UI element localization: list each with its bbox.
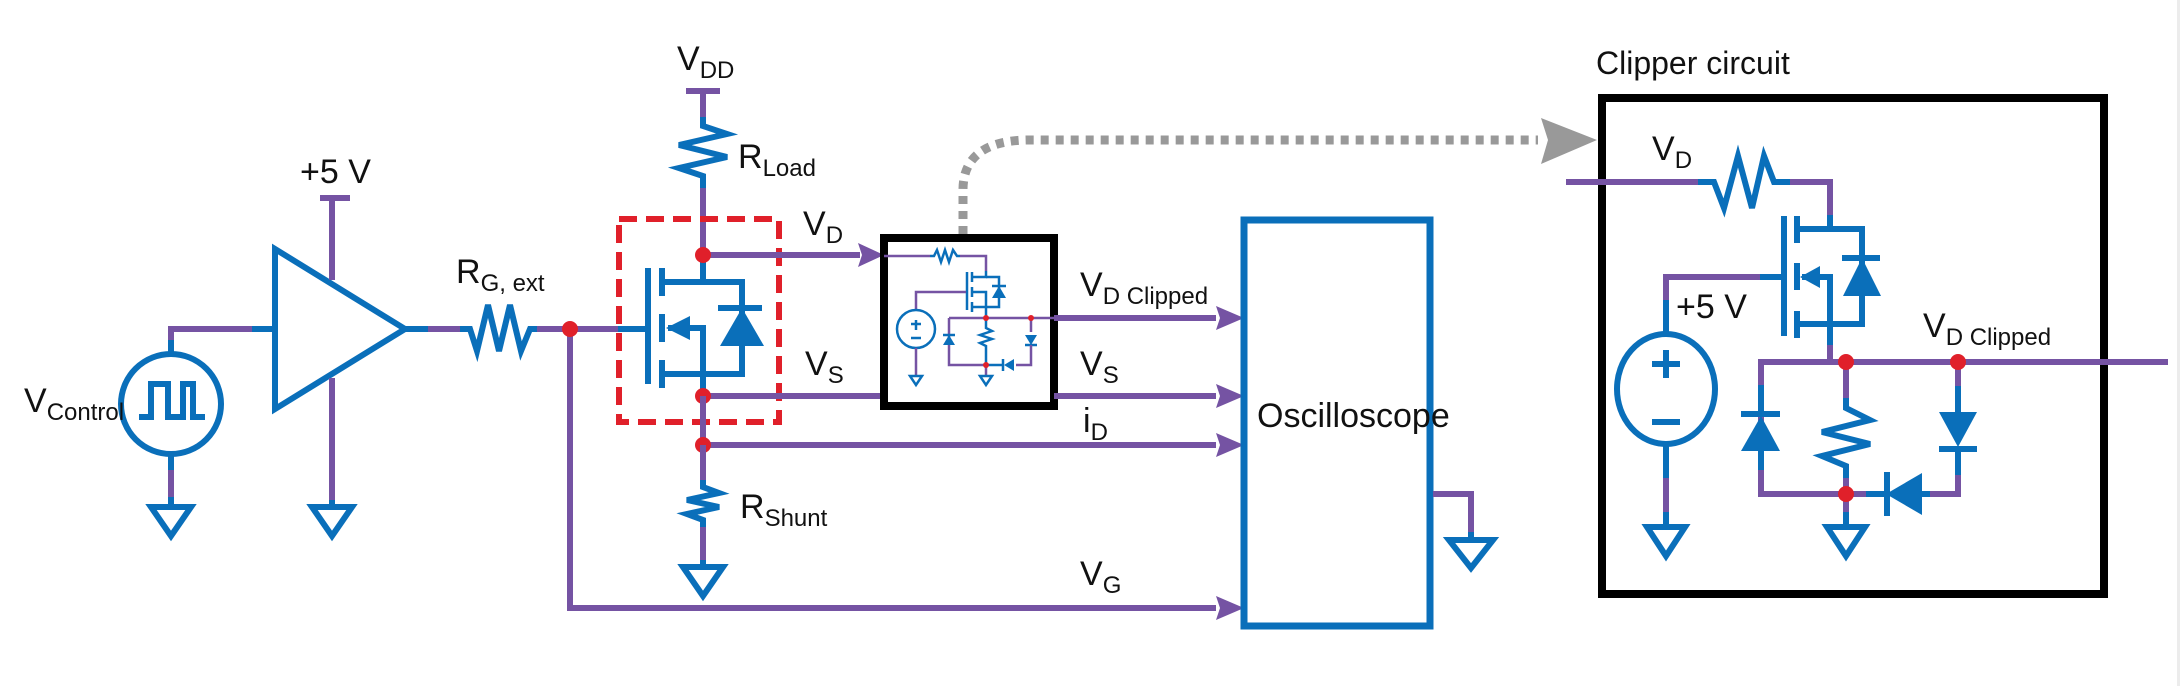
ground-icon bbox=[1641, 524, 1691, 562]
clipper-v-d-label: VD bbox=[1652, 130, 1692, 174]
resistor-icon bbox=[1698, 144, 1790, 218]
clipper-supply-label: +5 V bbox=[1676, 288, 1747, 326]
ground-icon bbox=[977, 374, 995, 388]
dut-mosfet bbox=[616, 216, 782, 425]
resistor-icon bbox=[1812, 398, 1879, 478]
clipper-v-d-clipped-label: VD Clipped bbox=[1923, 307, 2051, 351]
clipper-node bbox=[1950, 354, 1966, 370]
r-shunt-label: RShunt bbox=[740, 488, 828, 532]
ground-icon bbox=[677, 564, 729, 602]
resistor-icon bbox=[930, 246, 960, 266]
pulse-source: VControl bbox=[24, 326, 275, 542]
driver-supply-label: +5 V bbox=[300, 153, 371, 191]
shunt-resistor: RShunt bbox=[676, 445, 828, 602]
oscilloscope-box[interactable] bbox=[1240, 216, 1434, 630]
page-edge bbox=[2177, 0, 2180, 686]
resistor-icon bbox=[676, 480, 730, 527]
arrow-icon bbox=[858, 243, 884, 267]
v-d-label: VD bbox=[803, 205, 843, 249]
v-s-scope-label: VS bbox=[1080, 345, 1119, 389]
arrow-icon bbox=[1216, 306, 1244, 330]
clamp-diode-icon bbox=[1939, 412, 1977, 447]
clipper-block-outline[interactable] bbox=[880, 234, 1058, 410]
clamp-diode-icon bbox=[1741, 416, 1780, 451]
load-resistor: VDD RLoad bbox=[667, 40, 816, 255]
clipper-title: Clipper circuit bbox=[1596, 45, 1790, 81]
resistor-icon bbox=[460, 304, 537, 363]
square-wave-icon bbox=[139, 381, 205, 420]
gate-driver: +5 V bbox=[272, 153, 460, 542]
clamp-diode-icon bbox=[1886, 473, 1922, 515]
gate-resistor: RG, ext bbox=[456, 253, 570, 363]
body-diode-icon bbox=[720, 308, 764, 346]
v-d-clipped-label: VD Clipped bbox=[1080, 266, 1208, 310]
clipper-node bbox=[1838, 486, 1854, 502]
drain-node bbox=[695, 247, 711, 263]
arrow-icon bbox=[1216, 433, 1244, 457]
arrow-icon bbox=[1216, 384, 1244, 408]
body-diode-icon bbox=[1843, 258, 1881, 296]
resistor-icon bbox=[667, 117, 739, 188]
v-g-label: VG bbox=[1080, 555, 1121, 599]
clipper-detail: Clipper circuit VD +5 V VD Cl bbox=[1566, 45, 2168, 598]
callout-arrow-icon bbox=[1541, 118, 1597, 164]
gate-node bbox=[562, 321, 578, 337]
dut-highlight-box bbox=[616, 216, 782, 425]
clipper-block[interactable] bbox=[880, 234, 1058, 410]
v-s-label: VS bbox=[805, 345, 844, 389]
ground-icon bbox=[907, 374, 925, 388]
ground-icon bbox=[1442, 537, 1500, 573]
clipper-node bbox=[1838, 354, 1854, 370]
i-d-label: iD bbox=[1083, 402, 1108, 446]
arrow-icon bbox=[1216, 596, 1244, 620]
ground-icon bbox=[145, 504, 197, 542]
oscilloscope-label: Oscilloscope bbox=[1257, 397, 1450, 435]
r-load-label: RLoad bbox=[738, 138, 816, 182]
v-control-label: VControl bbox=[24, 382, 124, 426]
r-gate-label: RG, ext bbox=[456, 253, 545, 297]
ground-icon bbox=[306, 504, 358, 542]
callout-connector bbox=[958, 135, 1538, 234]
oscilloscope[interactable]: Oscilloscope bbox=[1240, 216, 1500, 630]
v-dd-label: VDD bbox=[677, 40, 734, 84]
buffer-triangle-icon bbox=[272, 243, 411, 415]
ground-icon bbox=[1821, 524, 1871, 562]
